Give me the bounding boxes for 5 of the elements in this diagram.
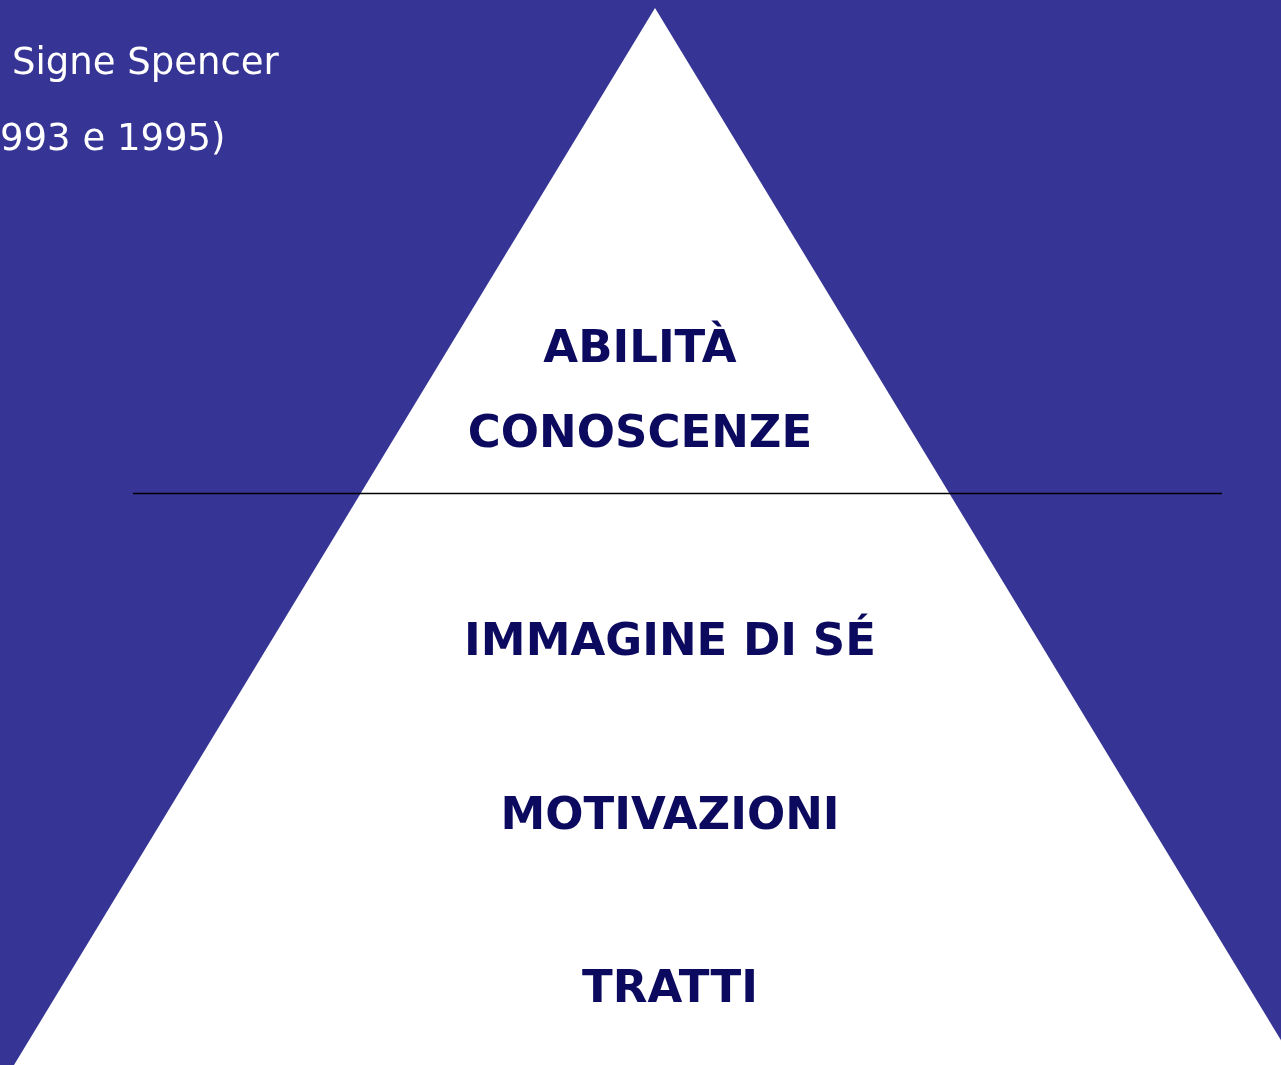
level-label: TRATTI <box>582 963 758 1009</box>
author-text: 993 e 1995) <box>0 115 226 161</box>
level-label: MOTIVAZIONI <box>500 790 840 836</box>
level-label: CONOSCENZE <box>467 408 813 454</box>
author-text: Signe Spencer <box>12 39 279 85</box>
